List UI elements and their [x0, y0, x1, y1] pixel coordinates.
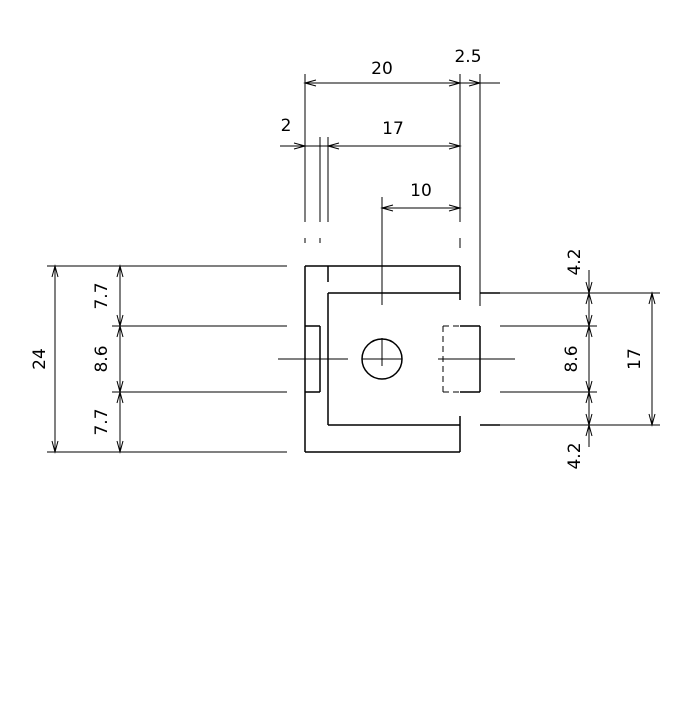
dim-left-top-label: 7.7: [92, 282, 112, 309]
dim-2-5: 2.5: [445, 47, 500, 87]
dim-20-arrow-left: [303, 79, 317, 87]
dim-2: 2: [280, 116, 320, 150]
dim-17-h-arrow-right: [448, 142, 462, 150]
dim-17-v: 17: [625, 291, 656, 427]
dim-17-h: 17: [320, 119, 462, 150]
dim-20-label: 20: [371, 59, 393, 79]
dim-2-arrow: [293, 142, 307, 150]
dim-right-arrow-4: [585, 324, 593, 338]
dim-10-label: 10: [410, 181, 432, 201]
dim-right-bottom-label: 4.2: [565, 442, 585, 469]
dim-right-arrow-2: [585, 291, 593, 305]
dim-10: 10: [380, 181, 462, 212]
dim-24: 24: [30, 264, 59, 454]
dim-17-v-label: 17: [625, 348, 645, 370]
dim-17-v-arrow-top: [648, 291, 656, 305]
dim-left-arrow-5: [116, 390, 124, 404]
dim-right-arrow-6: [585, 390, 593, 404]
dim-10-arrow-left: [380, 204, 394, 212]
dim-17-h-arrow-left: [326, 142, 340, 150]
dim-left-mid-label: 8.6: [92, 345, 112, 372]
dim-10-arrow-right: [448, 204, 462, 212]
dim-left-arrow-3: [116, 324, 124, 338]
dim-24-label: 24: [30, 348, 50, 370]
dim-right-top-label: 4.2: [565, 248, 585, 275]
dim-right-arrow-8: [585, 423, 593, 437]
inner-body: [327, 266, 500, 426]
dim-17-v-arrow-bottom: [648, 413, 656, 427]
dim-2-label: 2: [281, 116, 292, 136]
dim-20: 20: [303, 59, 462, 87]
dim-right-mid-label: 8.6: [562, 345, 582, 372]
dim-left-bottom-label: 7.7: [92, 408, 112, 435]
dim-right-stack: 4.2 8.6 4.2: [562, 248, 593, 470]
dim-2-5-arrow: [468, 79, 482, 87]
dim-left-arrow-6: [116, 440, 124, 454]
dim-24-arrow-bottom: [51, 440, 59, 454]
extension-lines: [47, 74, 660, 453]
dim-left-arrow-1: [116, 264, 124, 278]
dim-24-arrow-top: [51, 264, 59, 278]
dim-17-h-label: 17: [382, 119, 404, 139]
dim-2-5-label: 2.5: [454, 47, 481, 67]
dim-left-stack: 7.7 8.6 7.7: [92, 264, 124, 454]
